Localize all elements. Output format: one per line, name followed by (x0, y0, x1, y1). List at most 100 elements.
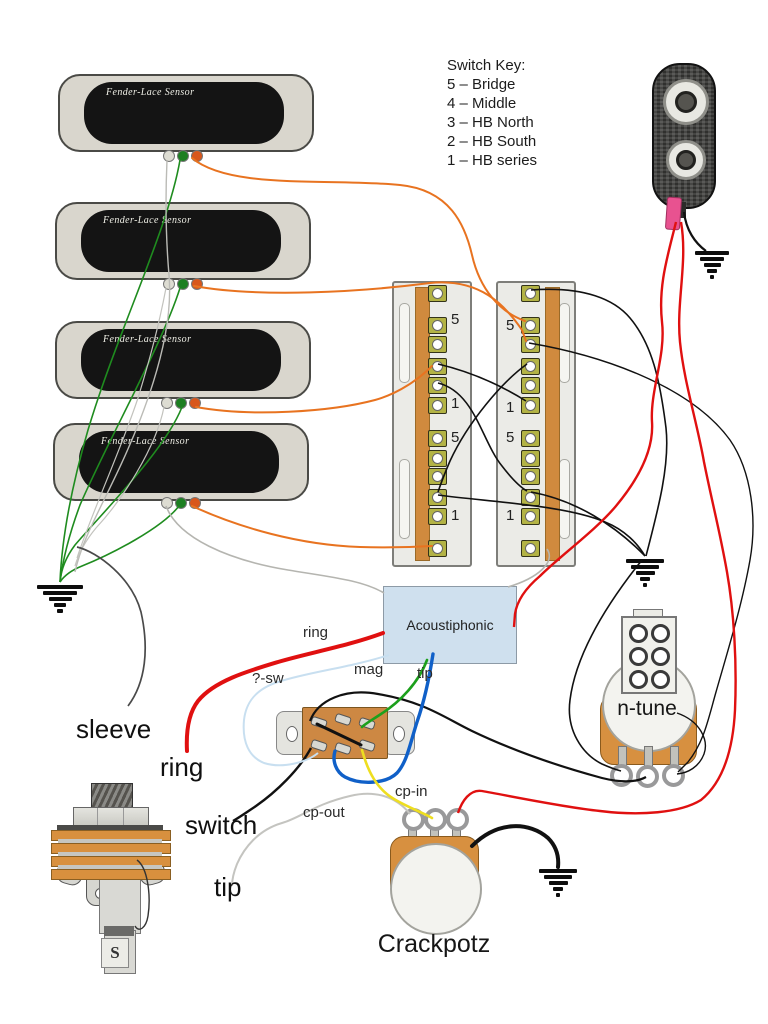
preamp-box: Acoustiphonic (383, 586, 517, 664)
jack-label-tip: tip (214, 872, 242, 902)
switch-terminal (521, 450, 540, 467)
preamp-label: Acoustiphonic (406, 617, 494, 633)
switch-pos-label: 1 (506, 507, 515, 524)
switch-key-title: Switch Key: (447, 57, 526, 74)
crackpotz-label: Crackpotz (377, 930, 491, 958)
battery-red-sheath (664, 196, 683, 231)
wire-label-cp-in: cp-in (395, 783, 428, 800)
battery-snap-small (666, 140, 706, 180)
eyelet-green (175, 397, 187, 409)
crackpotz-lug-ring (402, 808, 425, 831)
switch-pos-label: 5 (451, 311, 460, 328)
wire-label-tip: tip (417, 665, 433, 682)
pickup-1: Fender-Lace Sensor (58, 74, 314, 152)
jack-label-sleeve: sleeve (76, 714, 152, 744)
switch-pos-label: 5 (506, 429, 515, 446)
switch-wafer (545, 287, 560, 561)
switch-terminal (428, 468, 447, 485)
switch-slot (559, 303, 570, 383)
pickup-3: Fender-Lace Sensor (55, 321, 311, 399)
terminal-screw (432, 511, 443, 522)
switch-terminal (521, 317, 540, 334)
switch-terminal (428, 317, 447, 334)
wire-pickup4-green (59, 505, 180, 583)
crackpotz-pot-back (390, 843, 482, 935)
switch-terminal (428, 285, 447, 302)
terminal-screw (432, 492, 443, 503)
jack-label-switch: switch (185, 810, 258, 840)
terminal-screw (432, 288, 443, 299)
switch-terminal (521, 540, 540, 557)
eyelet-orange (191, 150, 203, 162)
terminal-screw (432, 433, 443, 444)
crackpotz-lug-ring (446, 808, 469, 831)
switch-key-item: 2 – HB South (447, 133, 537, 150)
pickup-2-label: Fender-Lace Sensor (103, 215, 192, 226)
switch-terminal (521, 468, 540, 485)
selector-switch-left: 5 1 5 1 (392, 281, 472, 567)
eyelet-white (163, 278, 175, 290)
pickup-4-label: Fender-Lace Sensor (101, 436, 190, 447)
jack-washer-gap (58, 839, 162, 843)
switch-slot (399, 303, 410, 383)
pickup-1-label: Fender-Lace Sensor (106, 87, 195, 98)
terminal-screw (525, 288, 536, 299)
switch-terminal (428, 397, 447, 414)
terminal-screw (525, 380, 536, 391)
switch-pos-label: 5 (506, 317, 515, 334)
ntune-pin-hole (629, 624, 648, 643)
jack-washer-gap (58, 852, 162, 856)
eyelet-white (161, 497, 173, 509)
terminal-screw (525, 339, 536, 350)
terminal-screw (432, 361, 443, 372)
switch-slot (399, 459, 410, 539)
pickup-1-face (84, 82, 284, 144)
selector-switch-right: 5 1 5 1 (496, 281, 576, 567)
wire-label-cp-out: cp-out (303, 804, 345, 821)
terminal-screw (525, 400, 536, 411)
eyelet-orange (189, 397, 201, 409)
switch-key-item: 5 – Bridge (447, 76, 516, 93)
pickup-2-eyelets (163, 278, 203, 290)
terminal-screw (525, 361, 536, 372)
switch-terminal (521, 285, 540, 302)
switch-terminal (428, 489, 447, 506)
jack-washer-gap (58, 865, 162, 869)
terminal-screw (525, 511, 536, 522)
eyelet-green (177, 278, 189, 290)
wire-sleeve (76, 546, 147, 707)
crackpotz-lug-ring (424, 808, 447, 831)
jack-logo-badge: S (101, 938, 129, 968)
switch-pos-label: 5 (451, 429, 460, 446)
terminal-screw (432, 320, 443, 331)
switch-pos-label: 1 (451, 507, 460, 524)
jack-logo: S (110, 943, 120, 962)
pickup-4-eyelets (161, 497, 201, 509)
ntune-pin-hole (651, 624, 670, 643)
ntune-pin-hole (629, 670, 648, 689)
jack-washer (51, 869, 171, 880)
switch-key: Switch Key: 5 – Bridge 4 – Middle 3 – HB… (447, 56, 537, 170)
terminal-screw (525, 543, 536, 554)
switch-terminal (428, 540, 447, 557)
switch-terminal (428, 508, 447, 525)
ground-symbol-left (37, 585, 83, 615)
wire-label-qsw: ?-sw (252, 670, 284, 687)
switch-terminal (521, 358, 540, 375)
pickup-1-eyelets (163, 150, 203, 162)
terminal-screw (525, 320, 536, 331)
eyelet-white (163, 150, 175, 162)
ntune-lug-ring (636, 765, 659, 788)
ntune-pin-hole (629, 647, 648, 666)
eyelet-orange (189, 497, 201, 509)
switch-terminal (521, 336, 540, 353)
wire-label-mag: mag (354, 661, 384, 678)
switch-key-item: 1 – HB series (447, 152, 538, 169)
terminal-screw (525, 433, 536, 444)
switch-terminal (521, 430, 540, 447)
ground-symbol-battery (695, 251, 729, 281)
terminal-screw (525, 453, 536, 464)
terminal-screw (432, 543, 443, 554)
switch-terminal (428, 377, 447, 394)
jack-base-plate (57, 825, 163, 831)
